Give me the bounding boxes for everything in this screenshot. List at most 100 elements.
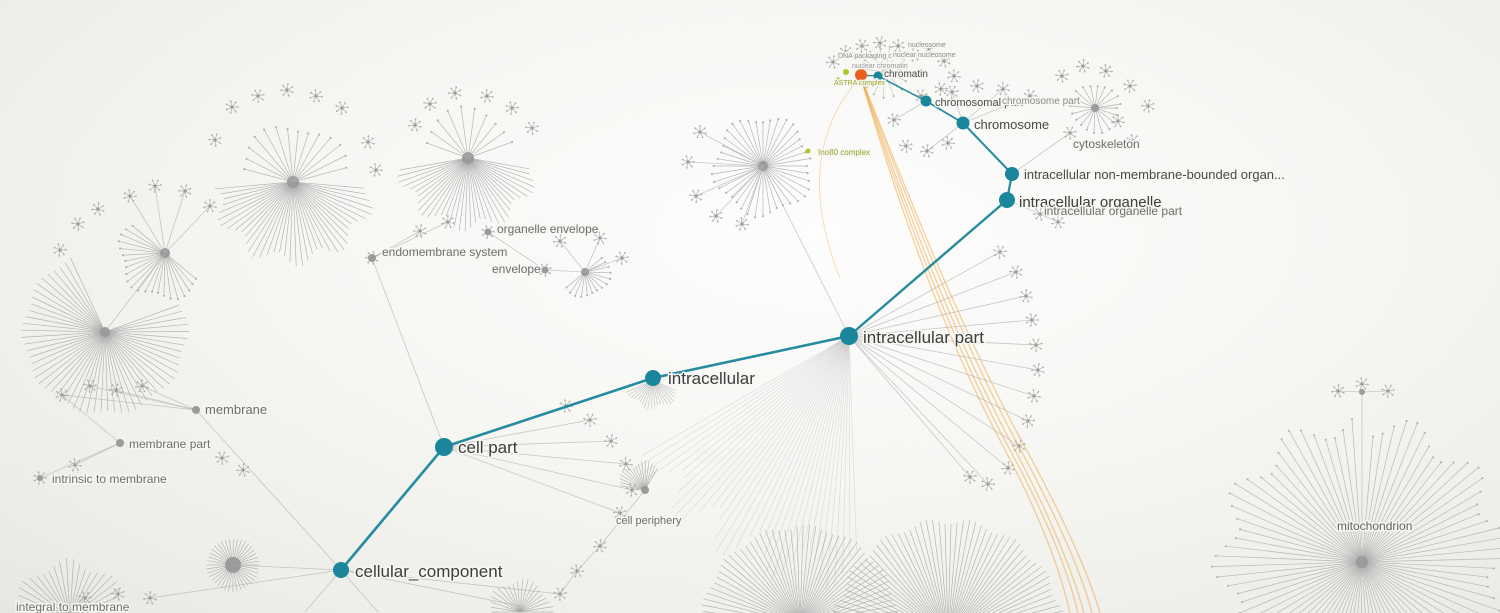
star-node[interactable]: [1141, 99, 1155, 113]
leaf-node[interactable]: [162, 294, 165, 297]
leaf-node[interactable]: [789, 202, 792, 205]
leaf-node[interactable]: [253, 135, 256, 138]
leaf-node[interactable]: [755, 121, 758, 124]
leaf-node[interactable]: [125, 266, 128, 269]
leaf-node[interactable]: [1228, 492, 1231, 495]
leaf-node[interactable]: [775, 206, 778, 210]
leaf-node[interactable]: [183, 295, 186, 298]
star-node[interactable]: [208, 133, 222, 147]
leaf-node[interactable]: [263, 128, 266, 131]
star-node[interactable]: [1355, 377, 1369, 391]
star-node[interactable]: [1009, 265, 1023, 279]
star-node[interactable]: [361, 135, 375, 149]
fan-cluster[interactable]: [397, 152, 535, 232]
leaf-node[interactable]: [1234, 536, 1237, 540]
star-node[interactable]: [143, 591, 157, 605]
leaf-node[interactable]: [1427, 445, 1431, 448]
leaf-node[interactable]: [1075, 118, 1078, 121]
star-node[interactable]: [251, 89, 265, 103]
leaf-node[interactable]: [747, 120, 750, 123]
node-label[interactable]: ASTRA complex: [833, 79, 887, 89]
star-node[interactable]: [947, 69, 961, 83]
star-node[interactable]: [937, 54, 951, 68]
star-node[interactable]: [941, 136, 955, 150]
leaf-node[interactable]: [1313, 434, 1316, 437]
star-node[interactable]: [309, 89, 323, 103]
leaf-node[interactable]: [595, 289, 599, 292]
node-label[interactable]: intracellular: [667, 368, 757, 390]
star-node[interactable]: [553, 587, 567, 601]
star-node[interactable]: [369, 163, 383, 177]
star-node[interactable]: [922, 42, 936, 56]
star-node[interactable]: [693, 125, 707, 139]
node-label[interactable]: chromosomal part: [934, 96, 1025, 111]
leaf-node[interactable]: [125, 228, 128, 231]
leaf-node[interactable]: [761, 121, 765, 124]
leaf-node[interactable]: [1492, 597, 1496, 600]
star-node[interactable]: [135, 379, 149, 393]
star-node[interactable]: [826, 55, 840, 69]
leaf-node[interactable]: [1239, 528, 1242, 531]
node-label[interactable]: intracellular organelle: [1018, 193, 1164, 213]
node-label[interactable]: membrane part: [128, 436, 213, 453]
star-node[interactable]: [1381, 384, 1395, 398]
leaf-node[interactable]: [156, 291, 160, 294]
leaf-node[interactable]: [1341, 428, 1345, 432]
leaf-node[interactable]: [345, 166, 348, 169]
fan-cluster[interactable]: [243, 126, 348, 183]
leaf-node[interactable]: [902, 58, 906, 62]
star-node[interactable]: [981, 477, 995, 491]
node-label[interactable]: DNA packaging complex: [837, 52, 917, 62]
star-node[interactable]: [441, 215, 455, 229]
star-node[interactable]: [225, 100, 239, 114]
node-label[interactable]: intracellular organelle part: [1043, 203, 1185, 220]
star-node[interactable]: [280, 83, 294, 97]
leaf-node[interactable]: [712, 180, 716, 183]
leaf-node[interactable]: [785, 118, 788, 121]
leaf-node[interactable]: [807, 179, 811, 182]
graph-node[interactable]: [484, 228, 492, 236]
leaf-node[interactable]: [1240, 601, 1244, 604]
star-node[interactable]: [855, 39, 869, 53]
leaf-node[interactable]: [1479, 490, 1482, 493]
star-node[interactable]: [1001, 461, 1015, 475]
leaf-node[interactable]: [1115, 114, 1118, 117]
leaf-node[interactable]: [712, 164, 715, 168]
leaf-node[interactable]: [1324, 438, 1327, 441]
leaf-node[interactable]: [897, 51, 900, 54]
leaf-node[interactable]: [1103, 86, 1106, 89]
leaf-node[interactable]: [1275, 464, 1278, 467]
star-node[interactable]: [887, 113, 901, 127]
leaf-node[interactable]: [796, 130, 799, 133]
leaf-node[interactable]: [1082, 86, 1085, 89]
leaf-node[interactable]: [574, 294, 577, 298]
leaf-node[interactable]: [245, 157, 248, 160]
leaf-node[interactable]: [809, 157, 812, 160]
star-node[interactable]: [963, 470, 977, 484]
star-node[interactable]: [1019, 289, 1033, 303]
node-label[interactable]: chromosome: [973, 116, 1051, 134]
leaf-node[interactable]: [591, 291, 594, 294]
fan-cluster[interactable]: [206, 539, 260, 592]
star-node[interactable]: [91, 202, 105, 216]
leaf-node[interactable]: [1224, 545, 1227, 548]
leaf-node[interactable]: [1466, 461, 1469, 464]
leaf-node[interactable]: [169, 297, 172, 300]
leaf-node[interactable]: [119, 247, 122, 250]
node-label[interactable]: intracellular non-membrane-bounded organ…: [1023, 166, 1287, 184]
leaf-node[interactable]: [473, 107, 476, 110]
leaf-node[interactable]: [866, 85, 869, 88]
graph-node-enriched-node-3[interactable]: [805, 148, 811, 154]
graph-node[interactable]: [541, 266, 549, 274]
leaf-node[interactable]: [716, 157, 719, 160]
leaf-node[interactable]: [344, 154, 347, 157]
leaf-node[interactable]: [1371, 435, 1375, 438]
leaf-node[interactable]: [731, 195, 734, 198]
leaf-node[interactable]: [1246, 478, 1249, 481]
node-label[interactable]: endomembrane system: [381, 244, 509, 261]
leaf-node[interactable]: [1280, 438, 1283, 441]
star-node[interactable]: [1031, 363, 1045, 377]
leaf-node[interactable]: [485, 114, 488, 117]
leaf-node[interactable]: [318, 133, 321, 136]
leaf-node[interactable]: [1476, 503, 1479, 506]
